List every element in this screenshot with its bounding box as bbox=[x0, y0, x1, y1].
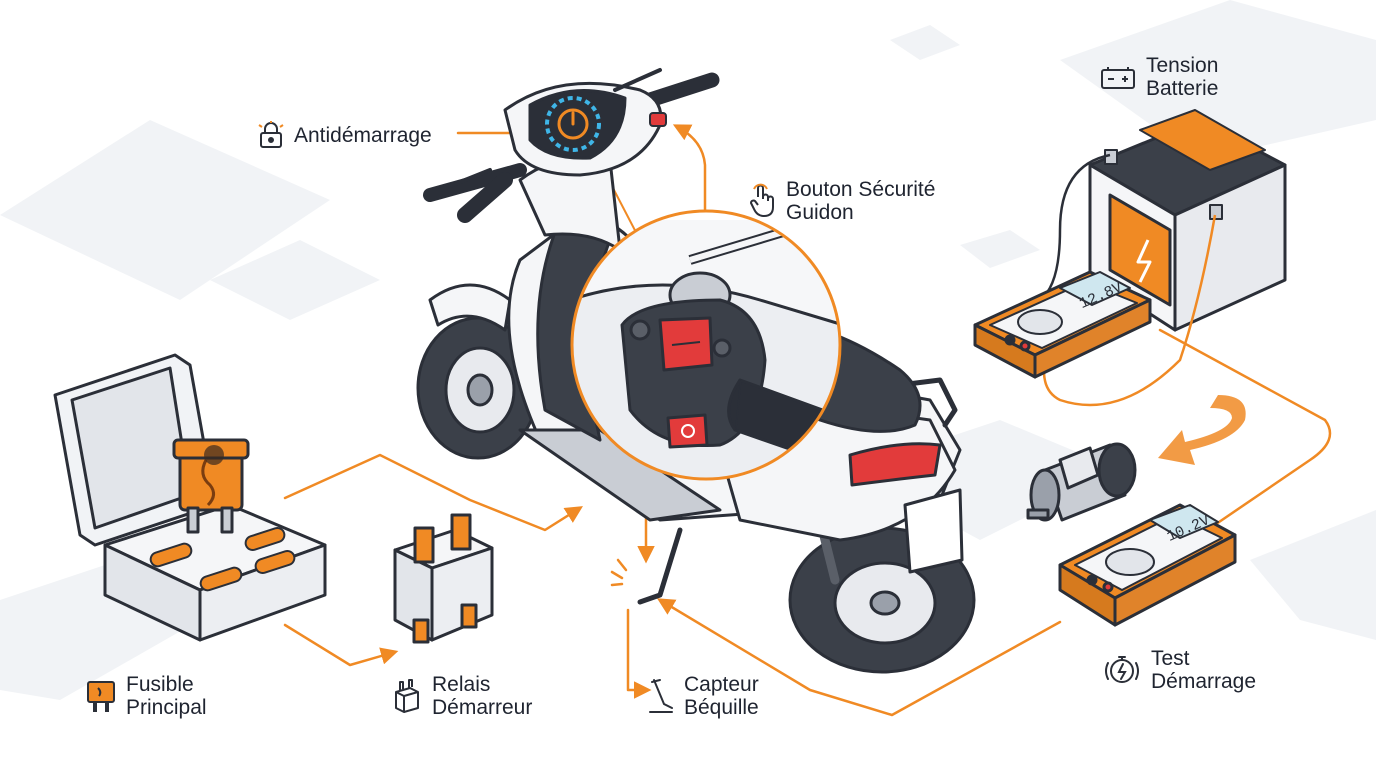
label-starter-relay-line2: Démarreur bbox=[432, 696, 533, 719]
kickstand-icon bbox=[648, 678, 674, 714]
label-kickstand-sensor-line2: Béquille bbox=[684, 696, 759, 719]
label-battery-voltage-line2: Batterie bbox=[1146, 77, 1219, 100]
label-handlebar-switch: Bouton Sécurité Guidon bbox=[748, 178, 935, 224]
connection-paths bbox=[283, 124, 1332, 717]
label-kickstand-sensor-line1: Capteur bbox=[684, 673, 759, 696]
label-starter-relay: Relais Démarreur bbox=[392, 673, 532, 719]
multimeter-battery bbox=[973, 270, 1152, 379]
label-handlebar-switch-line1: Bouton Sécurité bbox=[786, 178, 936, 201]
probe-wires bbox=[1039, 153, 1217, 407]
starter-relay bbox=[393, 513, 494, 644]
path-test-to-scooter bbox=[656, 598, 1062, 717]
label-start-test-line2: Démarrage bbox=[1151, 670, 1257, 693]
fuse-icon bbox=[86, 678, 116, 714]
path-kickstand-to-label bbox=[626, 608, 652, 699]
flow-arrow bbox=[1158, 395, 1246, 465]
label-battery-voltage-line1: Tension bbox=[1146, 54, 1219, 77]
path-zoom-to-switch bbox=[672, 124, 707, 214]
label-handlebar-switch-line2: Guidon bbox=[786, 201, 854, 224]
battery bbox=[1088, 109, 1287, 332]
battery-icon bbox=[1100, 64, 1136, 90]
label-starter-relay-line1: Relais bbox=[432, 673, 491, 696]
hand-pointer-icon bbox=[748, 183, 776, 219]
relay-icon bbox=[392, 678, 422, 714]
padlock-icon bbox=[258, 121, 284, 149]
label-main-fuse-line1: Fusible bbox=[126, 673, 194, 696]
zoom-handlebar-switch bbox=[570, 209, 842, 481]
label-main-fuse: Fusible Principal bbox=[86, 673, 207, 719]
label-kickstand-sensor: Capteur Béquille bbox=[648, 673, 759, 719]
label-start-test-line1: Test bbox=[1151, 647, 1190, 670]
label-battery-voltage: Tension Batterie bbox=[1100, 54, 1218, 100]
kickstand-sensor-spark bbox=[610, 558, 628, 587]
dashboard-display bbox=[545, 96, 601, 152]
path-multimeter-loop bbox=[1158, 328, 1332, 537]
path-fuse-to-relay bbox=[283, 623, 399, 667]
multimeter-start-test bbox=[1058, 503, 1237, 627]
path-fuse-to-scooter bbox=[283, 453, 583, 532]
starter-motor bbox=[1026, 442, 1137, 522]
power-test-icon bbox=[1103, 653, 1141, 687]
label-main-fuse-line2: Principal bbox=[126, 696, 207, 719]
fuse-box bbox=[53, 353, 327, 642]
label-immobilizer: Antidémarrage bbox=[258, 121, 432, 149]
label-immobilizer-text: Antidémarrage bbox=[294, 123, 432, 147]
label-start-test: Test Démarrage bbox=[1103, 647, 1256, 693]
